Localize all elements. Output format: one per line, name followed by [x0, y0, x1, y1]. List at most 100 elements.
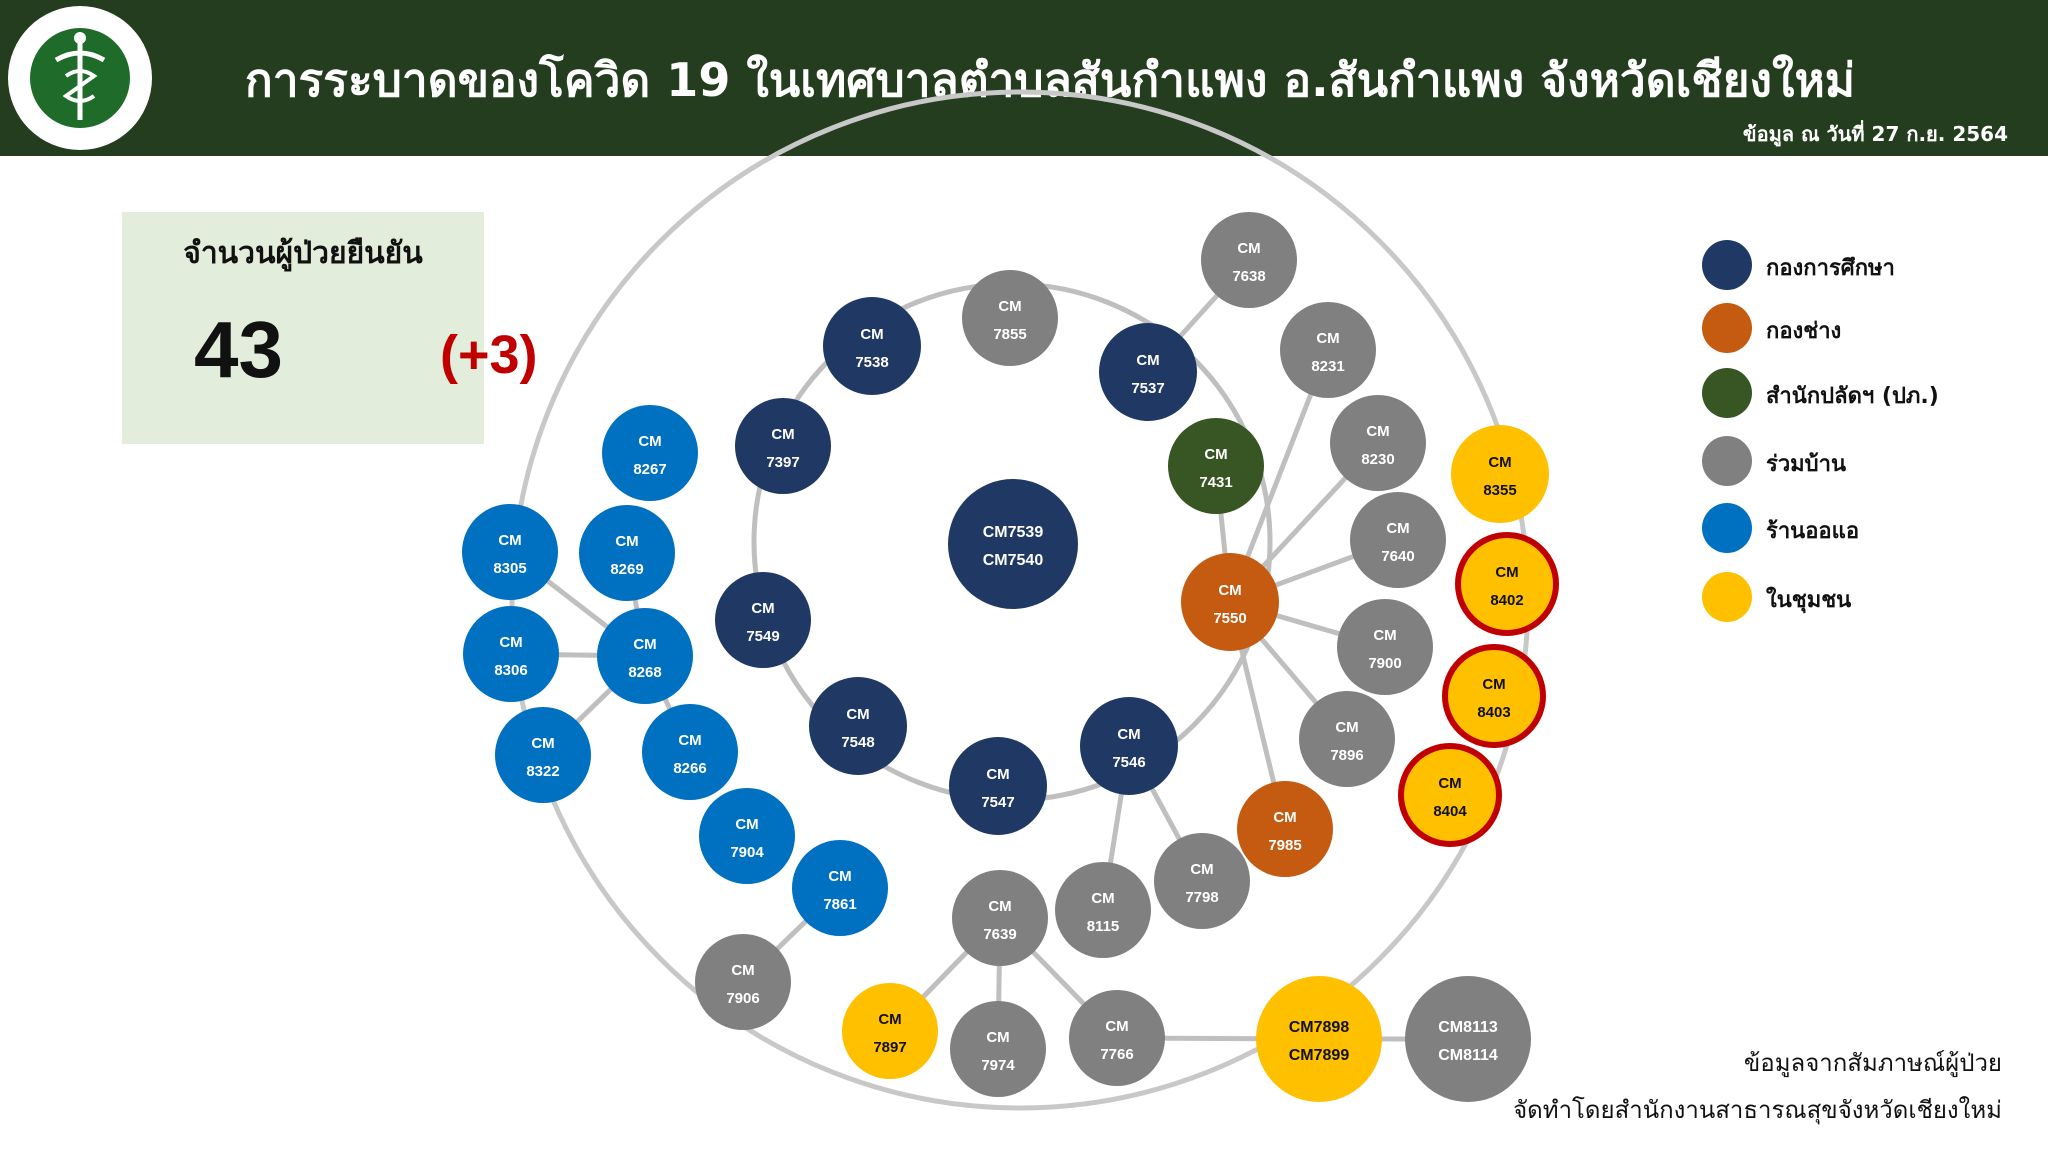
- case-node-label: 8267: [633, 461, 666, 478]
- case-node-label: 8115: [1087, 918, 1120, 935]
- case-node-8231: CM 8231: [1280, 302, 1376, 398]
- case-node-8355: CM 8355: [1451, 425, 1549, 523]
- case-node-label: 8305: [493, 560, 526, 577]
- case-node-label: CM: [1482, 676, 1505, 693]
- case-node-label: 7431: [1199, 474, 1232, 491]
- case-node-circle: [1099, 323, 1197, 421]
- case-node-label: CM: [531, 735, 554, 752]
- case-node-label: CM: [1218, 582, 1241, 599]
- case-node-circle: [1237, 781, 1333, 877]
- case-node-label: 7550: [1213, 610, 1246, 627]
- case-node-label: 8402: [1490, 592, 1523, 609]
- case-node-label: CM: [986, 1029, 1009, 1046]
- case-node-circle: [699, 788, 795, 884]
- case-node-circle: [1201, 212, 1297, 308]
- case-node-label: CM: [998, 298, 1021, 315]
- case-node-circle: [823, 297, 921, 395]
- case-node-label: 7896: [1330, 747, 1363, 764]
- case-node-label: CM: [1273, 809, 1296, 826]
- case-node-7985: CM 7985: [1237, 781, 1333, 877]
- case-node-label: CM: [731, 962, 754, 979]
- case-node-circle: [735, 398, 831, 494]
- case-node-label: 8269: [610, 561, 643, 578]
- confirmed-cases-label: จำนวนผู้ป่วยยืนยัน: [183, 236, 423, 271]
- case-node-label: 7985: [1268, 837, 1301, 854]
- case-node-circle: [1256, 976, 1382, 1102]
- case-node-label: 7861: [823, 896, 856, 913]
- case-node-circle: [1350, 492, 1446, 588]
- case-node-label: CM: [678, 732, 701, 749]
- case-node-label: CM: [846, 706, 869, 723]
- legend-dot: [1702, 436, 1752, 486]
- case-node-circle: [1337, 599, 1433, 695]
- case-node-label: CM: [1495, 564, 1518, 581]
- case-node-label: 7537: [1131, 380, 1164, 397]
- case-node-label: 7640: [1381, 548, 1414, 565]
- case-node-label: CM: [1438, 775, 1461, 792]
- case-node-circle: [1398, 743, 1502, 847]
- legend-dot: [1702, 368, 1752, 418]
- case-node-label: CM: [615, 533, 638, 550]
- case-node-label: 8355: [1483, 482, 1516, 499]
- case-node-label: 7547: [981, 794, 1014, 811]
- case-node-label: 7548: [841, 734, 874, 751]
- case-node-circle: [597, 608, 693, 704]
- case-node-circle: [952, 870, 1048, 966]
- case-node-circle: [792, 840, 888, 936]
- case-nodes: CM7539CM7540CM7538CM7855CM7537CM7638CM74…: [462, 212, 1559, 1102]
- case-node-circle: [1405, 976, 1531, 1102]
- case-node-circle: [463, 606, 559, 702]
- confirmed-cases-change: (+3): [440, 325, 538, 385]
- case-node-circle: [715, 572, 811, 668]
- legend-dot: [1702, 572, 1752, 622]
- case-node-label: CM: [1190, 861, 1213, 878]
- case-node-label: 8403: [1477, 704, 1510, 721]
- case-node-label: 8268: [628, 664, 661, 681]
- case-node-label: CM7540: [983, 552, 1044, 569]
- case-node-circle: [642, 704, 738, 800]
- case-node-label: CM: [988, 898, 1011, 915]
- case-node-8269: CM 8269: [579, 505, 675, 601]
- case-node-circle: [579, 505, 675, 601]
- case-node-label: 7897: [873, 1039, 906, 1056]
- case-node-label: 7900: [1368, 655, 1401, 672]
- case-node-circle: [949, 737, 1047, 835]
- case-node-7639: CM 7639: [952, 870, 1048, 966]
- case-node-label: 7766: [1100, 1046, 1133, 1063]
- case-node-circle: [495, 707, 591, 803]
- case-node-label: CM: [1488, 454, 1511, 471]
- case-node-label: 7549: [746, 628, 779, 645]
- header-bar: การระบาดของโควิด 19 ในเทศบาลตำบลสันกำแพง…: [0, 0, 2048, 156]
- legend-label: ในชุมชน: [1766, 588, 1852, 613]
- case-node-label: CM: [1237, 240, 1260, 257]
- case-node-circle: [1455, 532, 1559, 636]
- case-node-label: 7639: [983, 926, 1016, 943]
- case-node-label: CM: [1316, 330, 1339, 347]
- case-node-label: CM: [499, 634, 522, 651]
- case-node-label: 8231: [1311, 358, 1344, 375]
- case-node-circle: [1442, 644, 1546, 748]
- case-node-label: CM: [1091, 890, 1114, 907]
